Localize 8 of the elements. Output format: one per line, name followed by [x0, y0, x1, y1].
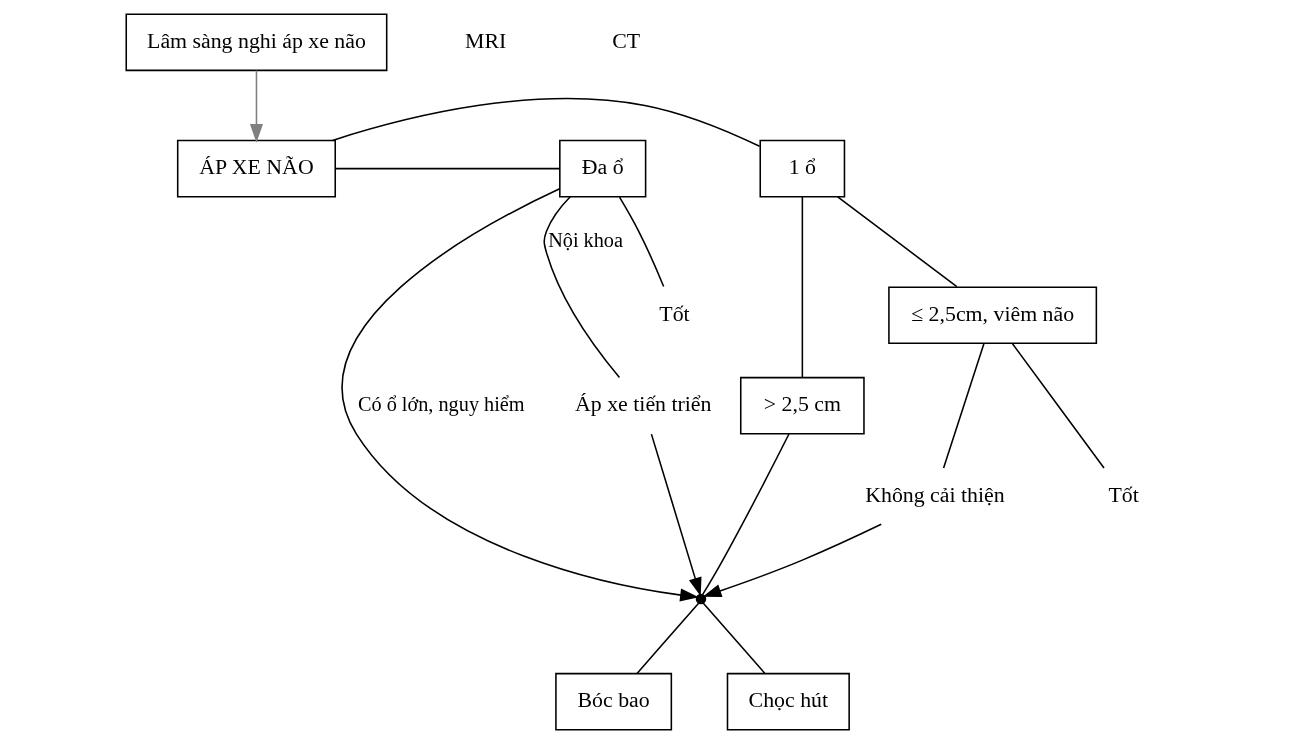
- node-text: Không cải thiện: [864, 482, 1005, 507]
- label: MRI: [464, 29, 506, 54]
- node-text: Tốt: [658, 302, 690, 327]
- node-text: Tốt: [1107, 482, 1139, 507]
- edge-label: Nội khoa: [547, 229, 623, 252]
- label: CT: [611, 29, 640, 54]
- node-text: Áp xe tiến triển: [574, 392, 711, 417]
- edge-label: Có ổ lớn, nguy hiểm: [357, 393, 525, 416]
